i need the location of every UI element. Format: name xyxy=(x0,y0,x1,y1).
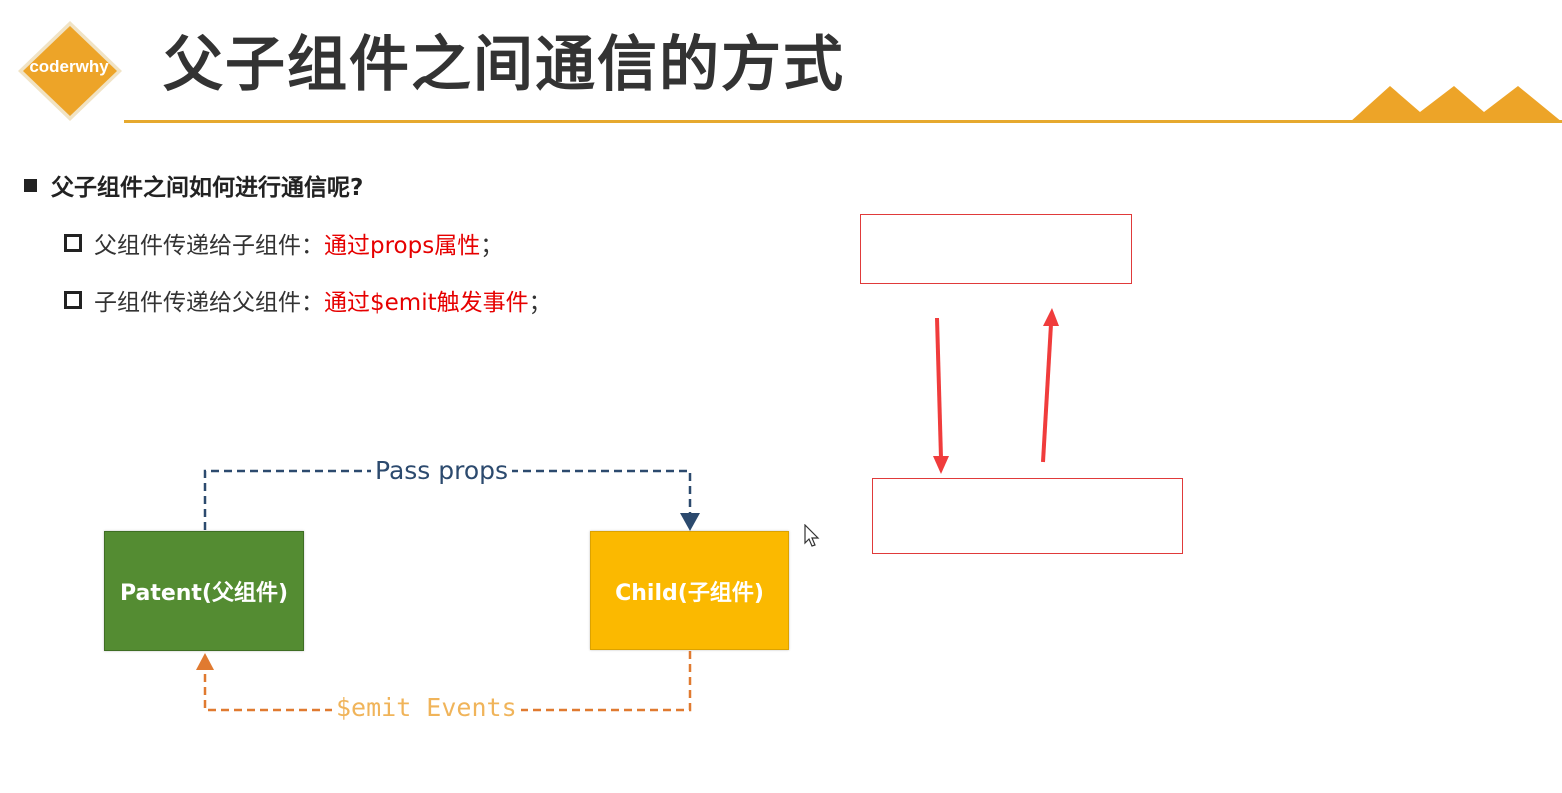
mountains-decoration-icon xyxy=(1350,86,1562,122)
main-question: 父子组件之间如何进行通信呢? xyxy=(24,170,363,206)
item-prefix: 子组件传递给父组件： xyxy=(94,290,324,316)
emit-arrow-head-icon xyxy=(196,653,214,670)
item-prefix: 父组件传递给子组件： xyxy=(94,233,324,259)
pass-props-label: Pass props xyxy=(371,456,513,485)
parent-component-box: Patent(父组件) xyxy=(104,531,304,651)
red-arrow-down-head-icon xyxy=(933,456,949,474)
child-label: Child(子组件) xyxy=(615,580,764,606)
item-suffix: ； xyxy=(528,290,552,316)
page-title: 父子组件之间通信的方式 xyxy=(163,30,845,100)
header-divider xyxy=(124,120,1562,123)
child-component-box: Child(子组件) xyxy=(590,531,789,650)
question-text: 父子组件之间如何进行通信呢? xyxy=(51,175,364,201)
filled-square-bullet-icon xyxy=(24,179,37,192)
item-highlight: 通过$emit触发事件 xyxy=(324,290,529,316)
logo-text: coderwhy xyxy=(29,57,109,76)
hollow-square-bullet-icon xyxy=(64,291,82,309)
annotation-box-bottom xyxy=(872,478,1183,554)
red-arrow-down xyxy=(935,317,943,459)
hollow-square-bullet-icon xyxy=(64,234,82,252)
item-suffix: ； xyxy=(480,233,504,259)
item-highlight: 通过props属性 xyxy=(324,233,481,259)
parent-label: Patent(父组件) xyxy=(119,581,289,606)
emit-events-label: $emit Events xyxy=(332,693,521,722)
props-arrow-head-icon xyxy=(680,513,700,531)
list-item: 子组件传递给父组件：通过$emit触发事件； xyxy=(64,285,552,321)
annotation-box-top xyxy=(860,214,1132,284)
coderwhy-logo: coderwhy xyxy=(14,19,122,121)
red-arrow-up-head-icon xyxy=(1043,308,1059,326)
red-arrow-up xyxy=(1041,323,1053,463)
list-item: 父组件传递给子组件：通过props属性； xyxy=(64,228,503,264)
mouse-cursor-icon xyxy=(804,524,820,547)
logo-diamond-icon xyxy=(18,21,122,121)
